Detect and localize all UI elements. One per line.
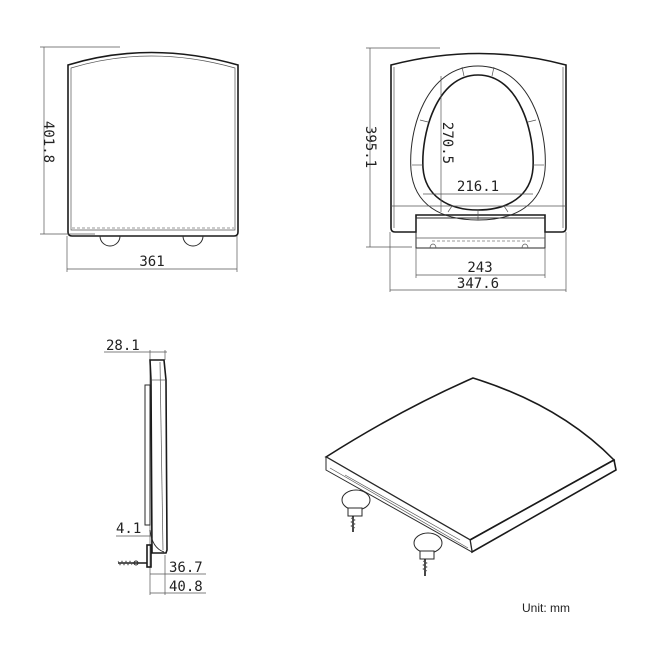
front-view: 401.8 361: [40, 46, 239, 272]
gap-label: 4.1: [116, 521, 141, 537]
underside-view: 270.5 216.1 395.1 243 347.6: [362, 47, 567, 292]
total-depth-label: 40.8: [169, 579, 203, 595]
side-view: 28.1 4.1 36.7 40.8: [104, 338, 206, 595]
unit-label: Unit: mm: [522, 601, 570, 615]
hinge-width-label: 243: [467, 260, 492, 276]
inner-height-label: 270.5: [439, 122, 455, 164]
hinge-left: [341, 489, 371, 532]
hinge-right: [413, 532, 443, 576]
overall-width-label: 347.6: [457, 276, 499, 292]
front-width-label: 361: [139, 254, 164, 270]
front-height-label: 401.8: [40, 121, 56, 163]
underside-height-label: 395.1: [362, 126, 378, 168]
isometric-view: [324, 377, 617, 576]
hinge-depth-label: 36.7: [169, 560, 203, 576]
top-thickness-label: 28.1: [106, 338, 140, 354]
inner-width-label: 216.1: [457, 179, 499, 195]
